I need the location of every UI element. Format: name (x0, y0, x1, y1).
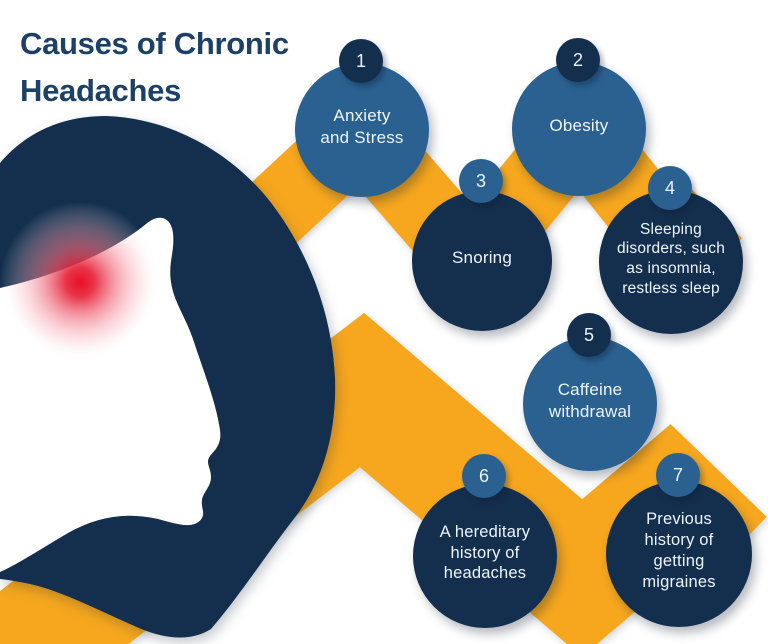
cause-label-line: Obesity (549, 116, 609, 136)
cause-label-line: and Stress (320, 128, 404, 147)
cause-label-2: Obesity (549, 115, 608, 137)
page-title: Causes of Chronic Headaches (20, 20, 289, 114)
cause-label-line: disorders, such (616, 240, 726, 258)
cause-label-line: Sleeping (640, 220, 702, 238)
head-profile-silhouette-icon (0, 116, 336, 638)
cause-number-badge-6: 6 (462, 454, 506, 498)
pain-glow-spot-icon (0, 202, 160, 362)
cause-number-badge-2: 2 (556, 38, 600, 82)
cause-label-line: as insomnia, (626, 260, 716, 277)
cause-label-line: Previous (646, 510, 712, 529)
cause-label-line: migraines (642, 572, 716, 591)
page-title-line2: Headaches (20, 73, 182, 108)
cause-number-badge-5: 5 (567, 313, 611, 357)
cause-bubble-7: 7 Previous history of getting migraines (606, 453, 752, 627)
cause-number-badge-3: 3 (459, 159, 503, 203)
cause-label-4: Sleeping disorders, such as insomnia, re… (617, 220, 725, 299)
cause-label-1: Anxiety and Stress (320, 105, 403, 148)
cause-label-line: Anxiety (333, 106, 391, 126)
cause-bubble-6: 6 A hereditary history of headaches (413, 454, 557, 628)
page-title-line1: Causes of Chronic (20, 26, 289, 61)
cause-number-badge-1: 1 (339, 39, 383, 83)
cause-label-6: A hereditary history of headaches (440, 522, 530, 585)
cause-label-line: getting (653, 552, 705, 570)
cause-bubble-3: 3 Snoring (412, 159, 552, 331)
cause-label-5: Caffeine withdrawal (549, 379, 631, 422)
cause-label-line: headaches (443, 564, 527, 583)
cause-bubble-1: 1 Anxiety and Stress (295, 39, 429, 197)
cause-number-badge-4: 4 (648, 166, 692, 210)
cause-label-line: withdrawal (548, 402, 632, 421)
cause-label-line: Snoring (452, 248, 512, 268)
cause-label-line: Caffeine (557, 380, 623, 400)
cause-bubble-4: 4 Sleeping disorders, such as insomnia, … (599, 166, 743, 334)
cause-label-line: history of (644, 531, 714, 550)
cause-label-line: history of (450, 543, 520, 562)
cause-label-line: A hereditary (439, 522, 531, 541)
cause-bubble-2: 2 Obesity (512, 38, 646, 196)
cause-bubble-5: 5 Caffeine withdrawal (523, 313, 657, 471)
cause-label-7: Previous history of getting migraines (642, 509, 715, 593)
cause-label-line: restless sleep (622, 279, 720, 297)
cause-label-3: Snoring (452, 247, 512, 269)
cause-number-badge-7: 7 (656, 453, 700, 497)
